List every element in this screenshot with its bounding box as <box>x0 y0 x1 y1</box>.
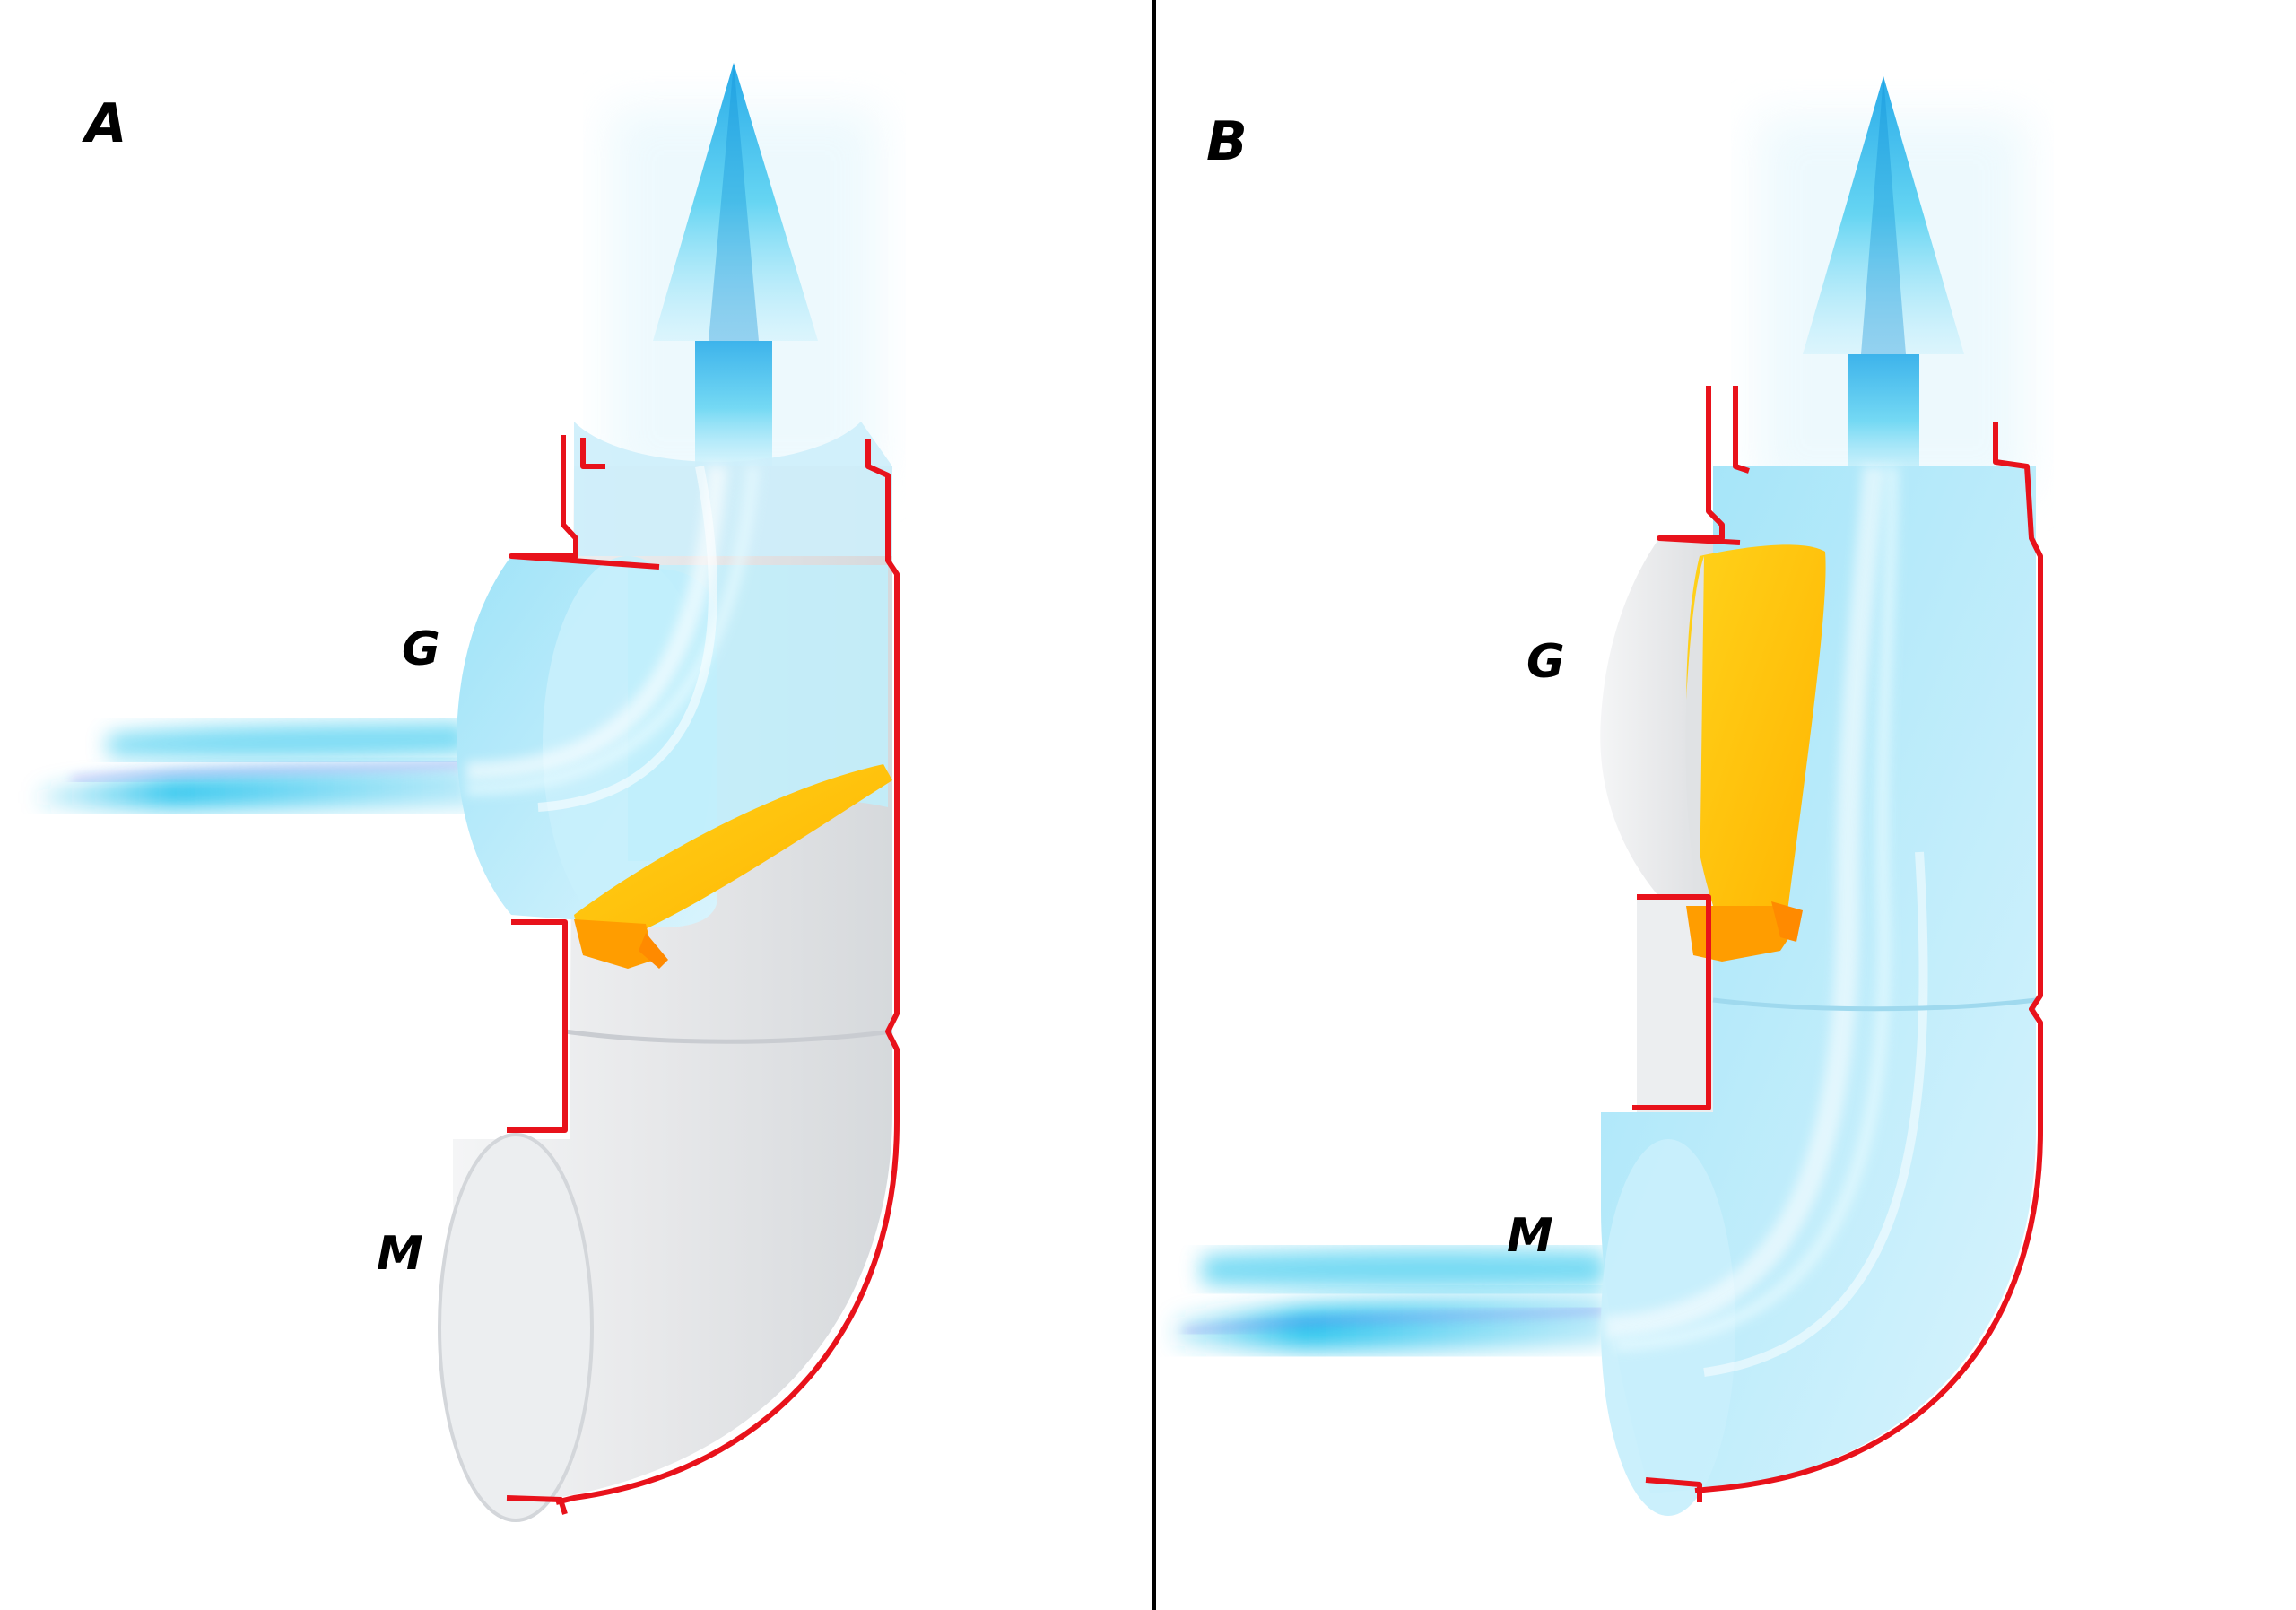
panel-b <box>1175 76 2043 1516</box>
main-label-a: M <box>377 1227 423 1281</box>
gate-label-a: G <box>402 622 440 676</box>
duct-outline <box>506 435 900 1515</box>
flapper-valve-icon <box>1685 544 1826 962</box>
flapper-valve-icon <box>574 764 892 969</box>
panel-a <box>40 63 900 1522</box>
inlet-stream-main <box>1175 1249 1610 1351</box>
inlet-stream-gate <box>40 722 484 809</box>
airflow-arrow-icon <box>1758 76 2027 493</box>
panel-label-a: A <box>85 92 127 155</box>
main-label-b: M <box>1507 1209 1553 1263</box>
gate-label-b: G <box>1526 635 1565 689</box>
airflow-arrow-icon <box>610 63 879 484</box>
panel-label-b: B <box>1206 110 1248 173</box>
duct-outline <box>1632 386 2043 1502</box>
